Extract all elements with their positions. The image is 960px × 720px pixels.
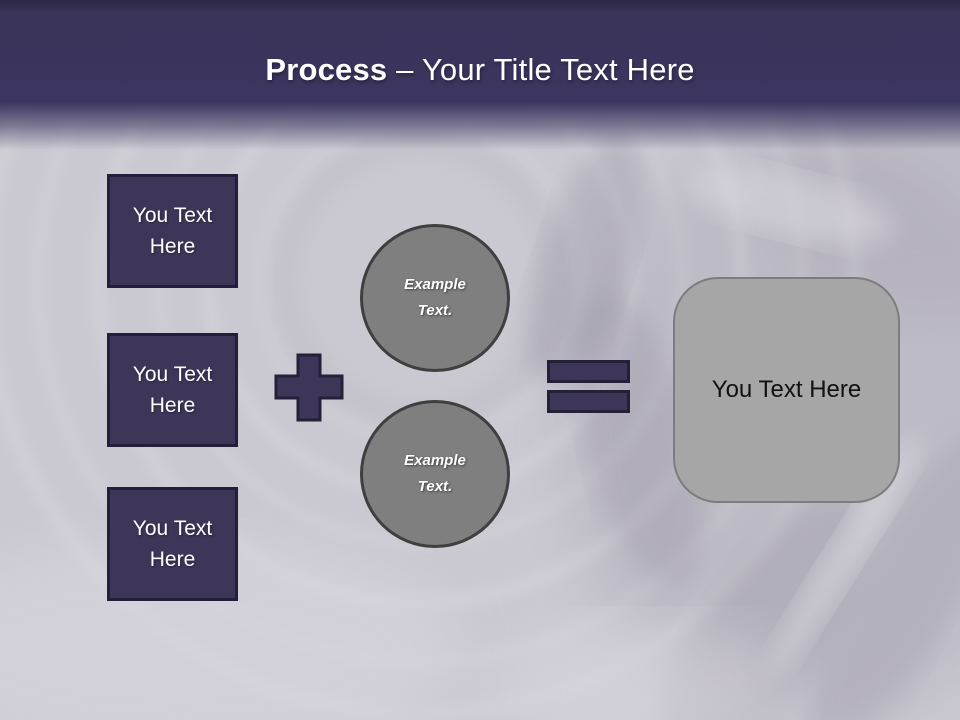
process-input-label: You Text Here — [132, 516, 213, 572]
slide-header: Process – Your Title Text Here — [0, 0, 960, 150]
example-circle-1[interactable]: Example Text. — [360, 224, 510, 372]
process-input-box-3[interactable]: You Text Here — [107, 487, 238, 601]
example-circle-label: Example Text. — [404, 451, 466, 495]
process-input-box-2[interactable]: You Text Here — [107, 333, 238, 447]
equals-icon[interactable] — [544, 358, 634, 418]
process-input-label: You Text Here — [132, 203, 213, 259]
title-rest: – Your Title Text Here — [387, 52, 695, 87]
slide-title[interactable]: Process – Your Title Text Here — [0, 52, 960, 88]
example-circle-2[interactable]: Example Text. — [360, 400, 510, 548]
example-circle-label: Example Text. — [404, 275, 466, 319]
plus-icon[interactable] — [273, 353, 345, 425]
result-box-label: You Text Here — [711, 376, 862, 403]
process-input-label: You Text Here — [132, 362, 213, 418]
process-input-box-1[interactable]: You Text Here — [107, 174, 238, 288]
title-emphasis: Process — [265, 52, 388, 87]
result-box[interactable]: You Text Here — [673, 277, 900, 503]
